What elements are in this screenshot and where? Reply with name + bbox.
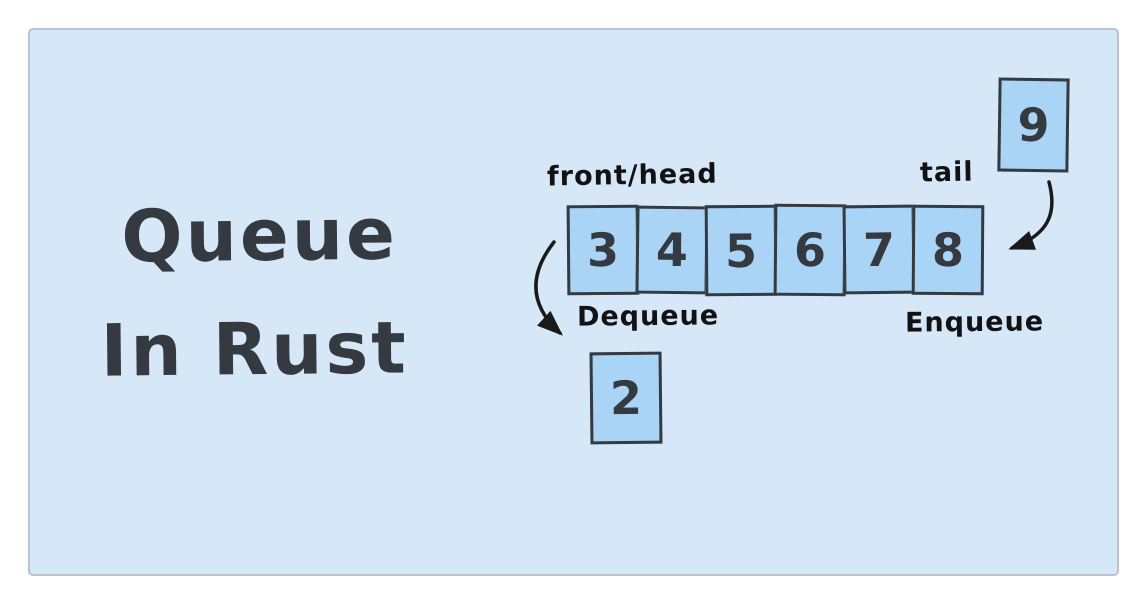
queue-cell-value: 8 bbox=[931, 222, 965, 278]
dequeue-arrow bbox=[534, 240, 563, 336]
queue-cell: 3 bbox=[566, 204, 640, 296]
queue-cell: 4 bbox=[635, 205, 709, 295]
queue-cell: 6 bbox=[773, 203, 847, 297]
queue-cell-value: 7 bbox=[862, 222, 896, 277]
queue-cell-value: 4 bbox=[655, 222, 689, 278]
front-head-label: front/head bbox=[546, 158, 718, 193]
queue-cell-value: 6 bbox=[793, 222, 827, 278]
enqueue-label: Enqueue bbox=[904, 306, 1045, 339]
enqueue-arrow bbox=[1008, 180, 1054, 250]
dequeue-item-box: 2 bbox=[589, 351, 663, 445]
queue-cell-value: 3 bbox=[586, 222, 620, 278]
queue-cell: 8 bbox=[911, 204, 985, 296]
dequeue-item-value: 2 bbox=[609, 370, 643, 426]
diagram-title: Queue In Rust bbox=[100, 177, 409, 408]
diagram-canvas: Queue In Rust front/head tail 3 4 5 6 7 … bbox=[28, 28, 1119, 576]
title-line-2: In Rust bbox=[100, 305, 410, 393]
queue-cells-row: 3 4 5 6 7 8 bbox=[566, 203, 985, 297]
enqueue-item-box: 9 bbox=[997, 77, 1070, 173]
enqueue-item-value: 9 bbox=[1017, 97, 1050, 153]
queue-cell: 7 bbox=[842, 204, 916, 295]
queue-cell-value: 5 bbox=[724, 223, 758, 278]
title-line-1: Queue bbox=[120, 191, 399, 279]
queue-cell: 5 bbox=[704, 204, 778, 297]
dequeue-label: Dequeue bbox=[576, 300, 720, 333]
tail-label: tail bbox=[919, 156, 974, 189]
